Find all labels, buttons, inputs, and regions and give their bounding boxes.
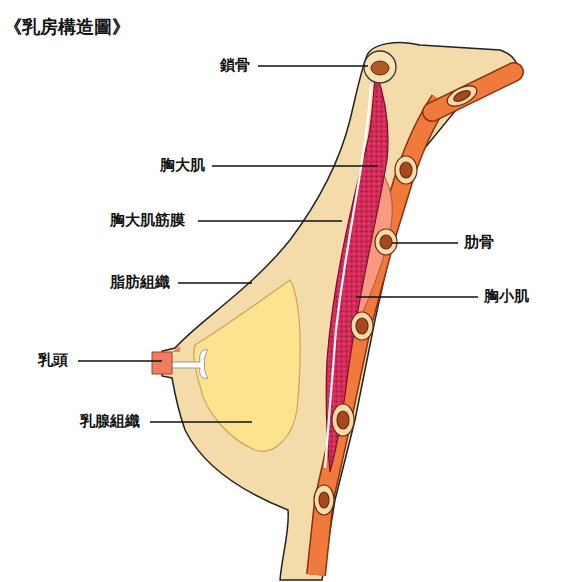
rib-sections xyxy=(314,82,480,515)
part-label: 乳腺組織 xyxy=(80,412,140,432)
pectoralis-major xyxy=(326,72,388,472)
part-label: 鎖骨 xyxy=(220,56,250,76)
body-outline xyxy=(162,43,517,580)
mammary-gland xyxy=(194,280,300,451)
part-label: 胸小肌 xyxy=(484,287,529,307)
milk-duct xyxy=(170,350,208,379)
clavicle-core xyxy=(371,61,389,75)
upper-rib xyxy=(432,72,514,112)
diagram-title: 《乳房構造圖》 xyxy=(4,15,130,38)
clavicle xyxy=(364,51,396,83)
part-label: 肋骨 xyxy=(464,233,494,253)
upper-rib-outline xyxy=(432,72,514,112)
part-label: 脂肪組織 xyxy=(110,273,170,293)
leader-lines xyxy=(78,66,478,422)
part-label: 胸大肌 xyxy=(160,156,205,176)
nipple-highlight xyxy=(172,346,180,352)
nipple xyxy=(152,352,172,374)
part-label: 胸大肌筋膜 xyxy=(110,211,185,231)
pectoral-fascia xyxy=(325,84,371,468)
part-label: 乳頭 xyxy=(38,351,68,371)
